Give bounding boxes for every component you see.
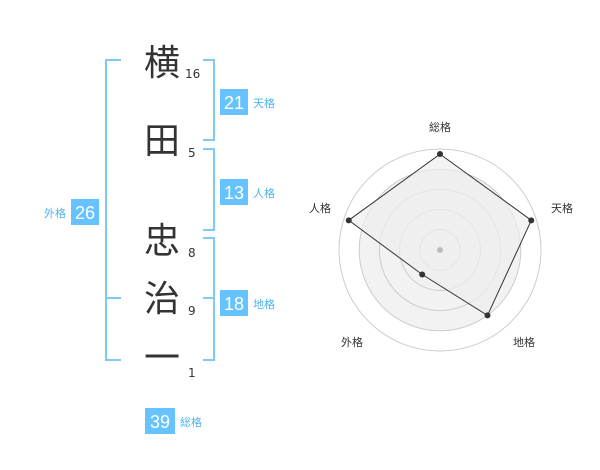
jinkaku-bracket xyxy=(203,148,215,231)
badge-gaikaku-value: 26 xyxy=(75,203,95,223)
name-char-3: 忠 xyxy=(144,221,180,262)
name-char-5: 一 xyxy=(144,338,180,379)
name-characters: 横 田 忠 治 一 xyxy=(144,43,180,379)
badge-tenkaku-value: 21 xyxy=(224,93,244,113)
stroke-count-3: 8 xyxy=(188,246,196,260)
badge-soukaku-label: 総格 xyxy=(180,415,202,429)
stroke-count-2: 5 xyxy=(188,146,196,160)
badge-soukaku: 39 総格 xyxy=(145,408,202,434)
radar-series-polygon xyxy=(347,153,532,317)
badge-jinkaku: 13 人格 xyxy=(220,179,275,205)
badge-tenkaku: 21 天格 xyxy=(220,89,275,115)
radar-point-5 xyxy=(345,217,352,224)
badge-chikaku-label: 地格 xyxy=(253,297,275,311)
stroke-count-1: 16 xyxy=(185,67,200,81)
radar-point-1 xyxy=(437,151,443,158)
badge-chikaku-box xyxy=(220,290,248,316)
radar-center-dot xyxy=(437,247,443,253)
badge-chikaku: 18 地格 xyxy=(220,290,275,316)
badge-jinkaku-label: 人格 xyxy=(253,186,275,200)
radar-point-3 xyxy=(484,312,491,319)
badge-jinkaku-value: 13 xyxy=(224,183,244,203)
badge-jinkaku-box xyxy=(220,179,248,205)
stroke-counts: 16 5 8 9 1 xyxy=(185,67,200,380)
badge-soukaku-box xyxy=(145,408,175,434)
outer-bracket xyxy=(105,59,121,361)
badge-gaikaku: 26 外格 xyxy=(44,199,99,225)
radar-point-4 xyxy=(419,271,426,278)
badge-gaikaku-label: 外格 xyxy=(44,206,66,220)
stroke-count-5: 1 xyxy=(188,366,196,380)
badge-tenkaku-label: 天格 xyxy=(253,96,275,110)
badge-tenkaku-box xyxy=(220,89,248,115)
radar-ring-5 xyxy=(338,148,542,352)
tenkaku-bracket xyxy=(203,59,215,141)
radar-point-2 xyxy=(528,217,535,224)
name-char-4: 治 xyxy=(144,279,180,320)
radar-axis-label-3: 地格 xyxy=(513,335,535,349)
stroke-count-4: 9 xyxy=(188,304,196,318)
radar-axis-label-1: 総格 xyxy=(429,120,451,134)
radar-axis-label-2: 天格 xyxy=(551,201,573,215)
radar-axis-label-4: 外格 xyxy=(341,335,363,349)
radar-axis-label-5: 人格 xyxy=(309,201,331,215)
name-char-2: 田 xyxy=(144,121,180,162)
badge-gaikaku-box xyxy=(71,199,99,225)
badge-soukaku-value: 39 xyxy=(150,412,170,432)
badge-chikaku-value: 18 xyxy=(224,294,244,314)
name-char-1: 横 xyxy=(144,43,180,84)
